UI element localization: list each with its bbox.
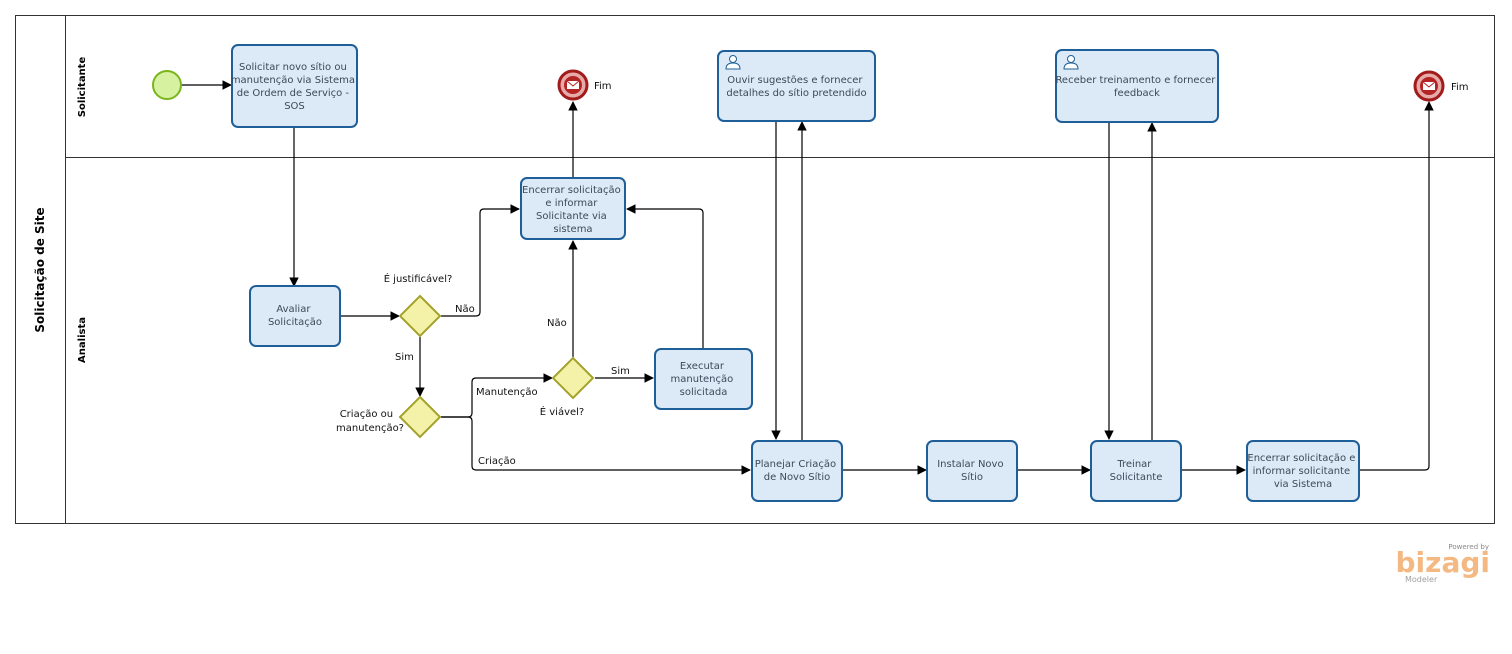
flow-label-nao-viavel: Não — [547, 318, 567, 329]
task-receber[interactable]: Receber treinamento e fornecer feedback — [1055, 49, 1219, 123]
end-event-label: Fim — [1451, 82, 1469, 93]
svg-text:Ouvir sugestões e fornecer: Ouvir sugestões e fornecer detalhes do s… — [726, 75, 866, 99]
flow-label-nao: Não — [455, 304, 475, 315]
task-solicitar[interactable]: Solicitar novo sítio ou manutenção via S… — [231, 44, 358, 128]
task-ouvir[interactable]: Ouvir sugestões e fornecer detalhes do s… — [717, 50, 876, 122]
task-encerrar-2[interactable]: Encerrar solicitação e informar solicita… — [1246, 440, 1360, 502]
message-icon — [1422, 81, 1436, 90]
svg-text:Encerrar solicitação e i: Encerrar solicitação e informar Solicita… — [522, 185, 624, 235]
flow-label-manutencao: Manutenção — [476, 387, 538, 398]
svg-text:Receber treinamento e fornecer: Receber treinamento e fornecer feedback — [1055, 75, 1218, 99]
flow-label-sim-viavel: Sim — [611, 366, 630, 377]
lane-title-solicitante: Solicitante — [77, 57, 88, 118]
svg-text:Treinar Solicitante: Treinar Solicitante — [1110, 459, 1163, 483]
flow-criacao[interactable] — [441, 416, 751, 475]
svg-text:Encerrar solicitação e i: Encerrar solicitação e informar solicita… — [1247, 453, 1358, 490]
pool-title: Solicitação de Site — [33, 207, 47, 332]
bizagi-watermark: Powered by bizagi Modeler — [1396, 543, 1490, 584]
svg-text:Avaliar Solicitação: Avaliar Solicitação — [268, 304, 322, 328]
gateway-criacao-ou-manutencao[interactable] — [398, 395, 442, 439]
svg-text:Instalar Novo Sítio: Instalar Novo Sítio — [937, 459, 1007, 483]
flow-label-criacao: Criação — [478, 456, 516, 467]
flow-executar-to-encerrar1[interactable] — [626, 204, 704, 348]
task-planejar[interactable]: Planejar Criação de Novo Sítio — [751, 440, 843, 502]
gateway-label-viavel: É viável? — [540, 405, 584, 418]
end-event-1[interactable]: Fim — [557, 69, 612, 101]
svg-text:Planejar Criação de Novo: Planejar Criação de Novo Sítio — [755, 459, 840, 483]
gateway-justificavel[interactable] — [398, 294, 442, 338]
task-avaliar[interactable]: Avaliar Solicitação — [249, 285, 341, 347]
user-task-icon — [1063, 55, 1079, 70]
task-treinar[interactable]: Treinar Solicitante — [1090, 440, 1182, 502]
message-icon — [566, 80, 580, 89]
watermark-product: Modeler — [1405, 575, 1438, 584]
sequence-flows — [182, 80, 1434, 475]
task-instalar[interactable]: Instalar Novo Sítio — [926, 440, 1018, 502]
flow-encerrar2-to-fim[interactable] — [1360, 101, 1434, 471]
watermark-brand: bizagi — [1396, 546, 1490, 579]
lane-title-analista: Analista — [77, 317, 88, 363]
svg-text:Executar manutenção: Executar manutenção solicitada — [671, 361, 737, 398]
flow-nao-to-encerrar1[interactable] — [441, 204, 520, 317]
flow-label-sim: Sim — [395, 352, 414, 363]
gateway-viavel[interactable] — [551, 356, 595, 400]
task-encerrar-1[interactable]: Encerrar solicitação e informar Solicita… — [520, 177, 626, 240]
end-event-2[interactable]: Fim — [1413, 70, 1469, 102]
svg-text:Solicitar novo sítio ou: Solicitar novo sítio ou manutenção via S… — [231, 61, 358, 112]
task-executar[interactable]: Executar manutenção solicitada — [654, 348, 753, 410]
start-event[interactable] — [152, 70, 182, 100]
user-task-icon — [725, 55, 741, 70]
gateway-label-justificavel: É justificável? — [384, 272, 453, 285]
end-event-label: Fim — [594, 81, 612, 92]
watermark-powered: Powered by — [1448, 543, 1489, 551]
gateway-label-criacao-ou-manutencao: Criação ou manutenção? — [336, 409, 404, 434]
